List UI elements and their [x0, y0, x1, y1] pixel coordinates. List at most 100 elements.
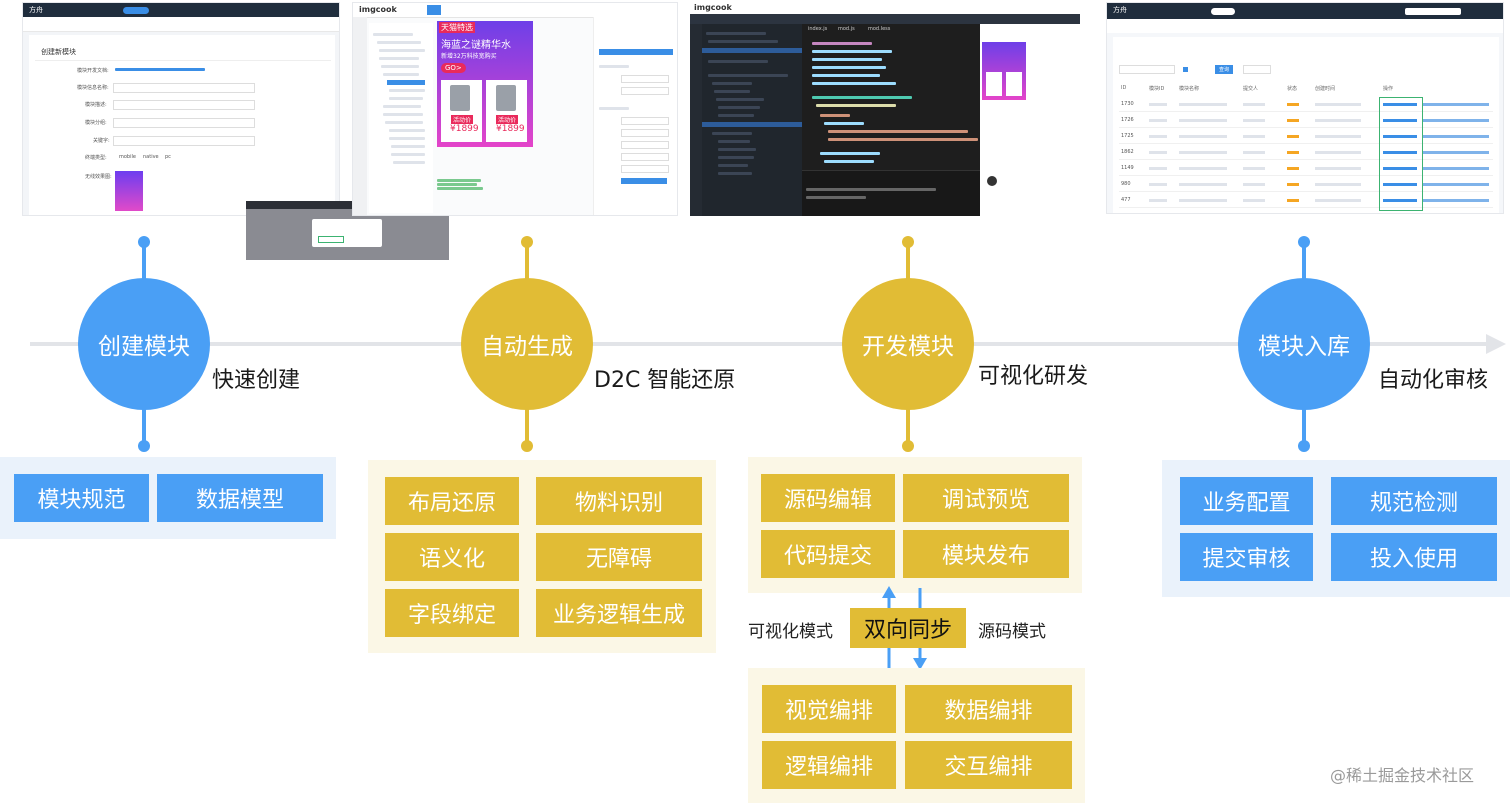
name-input[interactable]: [113, 83, 255, 93]
phase-autogen: 自动生成: [461, 278, 593, 410]
col-name: 模块名称: [1179, 86, 1200, 92]
row-cell: [1149, 167, 1167, 170]
row-cell: [1423, 135, 1489, 138]
row-cell: [1179, 199, 1227, 202]
terminal-option-pc[interactable]: pc: [165, 154, 171, 160]
table-row: 1730: [1119, 99, 1493, 112]
row-id: 477: [1121, 197, 1131, 203]
screenshot-code-editor: imgcook index.js mod.js mod.less: [690, 2, 1080, 216]
tag-field-binding: 字段绑定: [385, 589, 519, 637]
row-cell: [1243, 199, 1265, 202]
sale-tag: 活动价: [451, 115, 474, 124]
table-row: 980: [1119, 179, 1493, 192]
tag-go-live: 投入使用: [1331, 533, 1497, 581]
arrow-down-head: [913, 658, 927, 670]
row-cell: [1149, 103, 1167, 106]
row-id: 1862: [1121, 149, 1134, 155]
imgcook-logo: imgcook: [694, 3, 732, 12]
row-id: 980: [1121, 181, 1131, 187]
label-visual-mode: 可视化模式: [748, 622, 833, 642]
phase-publish: 模块入库: [1238, 278, 1370, 410]
search-input[interactable]: [1119, 65, 1175, 74]
row-cell: [1179, 119, 1227, 122]
row-cell: [1423, 183, 1489, 186]
action-highlight: [1379, 97, 1423, 211]
arrow-up-head: [882, 586, 896, 598]
screenshot-create-module: 方舟 创建新模块 模块开发文档: 模块信息名称: 模块描述: 模块分组: 关键字…: [22, 2, 340, 216]
row-cell: [1383, 103, 1417, 106]
caption-autogen: D2C 智能还原: [594, 368, 736, 393]
caption-create: 快速创建: [212, 368, 301, 393]
table-row: 1726: [1119, 115, 1493, 128]
row-cell: [1149, 151, 1167, 154]
row-cell: [1287, 103, 1299, 106]
query-button[interactable]: 查询: [1215, 65, 1234, 74]
row-cell: [1287, 119, 1299, 122]
row-cell: [1383, 119, 1417, 122]
row-cell: [1315, 135, 1361, 138]
row-cell: [1315, 183, 1361, 186]
app-topbar: 方舟: [23, 3, 339, 17]
row-cell: [1315, 119, 1361, 122]
terminal-option-mobile[interactable]: mobile: [119, 154, 136, 160]
dot-bottom-2: [521, 440, 533, 452]
row-cell: [1423, 119, 1489, 122]
table-row: 1862: [1119, 147, 1493, 160]
sale-tag: 活动价: [496, 115, 519, 124]
col-status: 状态: [1287, 86, 1298, 92]
row-cell: [1383, 199, 1417, 202]
row-cell: [1287, 151, 1299, 154]
promo-title: 海蓝之谜精华水: [441, 40, 511, 51]
row-cell: [1383, 167, 1417, 170]
tag-accessibility: 无障碍: [536, 533, 702, 581]
dot-top-4: [1298, 236, 1310, 248]
row-cell: [1315, 167, 1361, 170]
row-cell: [1149, 183, 1167, 186]
table-row: 477: [1119, 195, 1493, 208]
tag-logic-generation: 业务逻辑生成: [536, 589, 702, 637]
row-cell: [1423, 151, 1489, 154]
desc-input[interactable]: [113, 100, 255, 110]
caption-publish: 自动化审核: [1378, 368, 1489, 393]
row-cell: [1423, 103, 1489, 106]
app-logo: 方舟: [29, 6, 43, 14]
form-label-2: 模块信息名称:: [77, 85, 109, 91]
app-topbar: 方舟: [1107, 3, 1503, 19]
row-cell: [1149, 199, 1167, 202]
promo-sub: 新增32万科技宽购买: [441, 53, 497, 60]
file-tab-2[interactable]: mod.js: [838, 26, 855, 32]
sync-badge: 双向同步: [850, 608, 966, 648]
form-label-4: 模块分组:: [85, 120, 107, 126]
row-cell: [1383, 151, 1417, 154]
form-title: 创建新模块: [41, 48, 76, 56]
file-tab-1[interactable]: index.js: [808, 26, 828, 32]
tag-code-commit: 代码提交: [761, 530, 895, 578]
keyword-input[interactable]: [113, 136, 255, 146]
row-id: 1149: [1121, 165, 1134, 171]
tag-module-spec: 模块规范: [14, 474, 149, 522]
dot-bottom-1: [138, 440, 150, 452]
timeline-axis: [30, 342, 1490, 346]
form-label-5: 关键字:: [93, 138, 110, 144]
row-cell: [1383, 135, 1417, 138]
watermark: @稀土掘金技术社区: [1330, 766, 1475, 785]
tag-visual-layout: 视觉编排: [762, 685, 896, 733]
row-cell: [1287, 167, 1299, 170]
row-cell: [1243, 103, 1265, 106]
group-select[interactable]: [113, 118, 255, 128]
row-cell: [1287, 199, 1299, 202]
row-cell: [1149, 119, 1167, 122]
file-tab-3[interactable]: mod.less: [868, 26, 891, 32]
terminal-option-native[interactable]: native: [143, 154, 159, 160]
row-cell: [1315, 151, 1361, 154]
tag-business-config: 业务配置: [1180, 477, 1313, 525]
tag-data-model: 数据模型: [157, 474, 323, 522]
row-cell: [1149, 135, 1167, 138]
col-actions: 操作: [1383, 86, 1394, 92]
form-label-6: 终端类型:: [85, 155, 107, 161]
promo-go: GO>: [441, 63, 466, 73]
row-cell: [1179, 103, 1227, 106]
dot-bottom-3: [902, 440, 914, 452]
